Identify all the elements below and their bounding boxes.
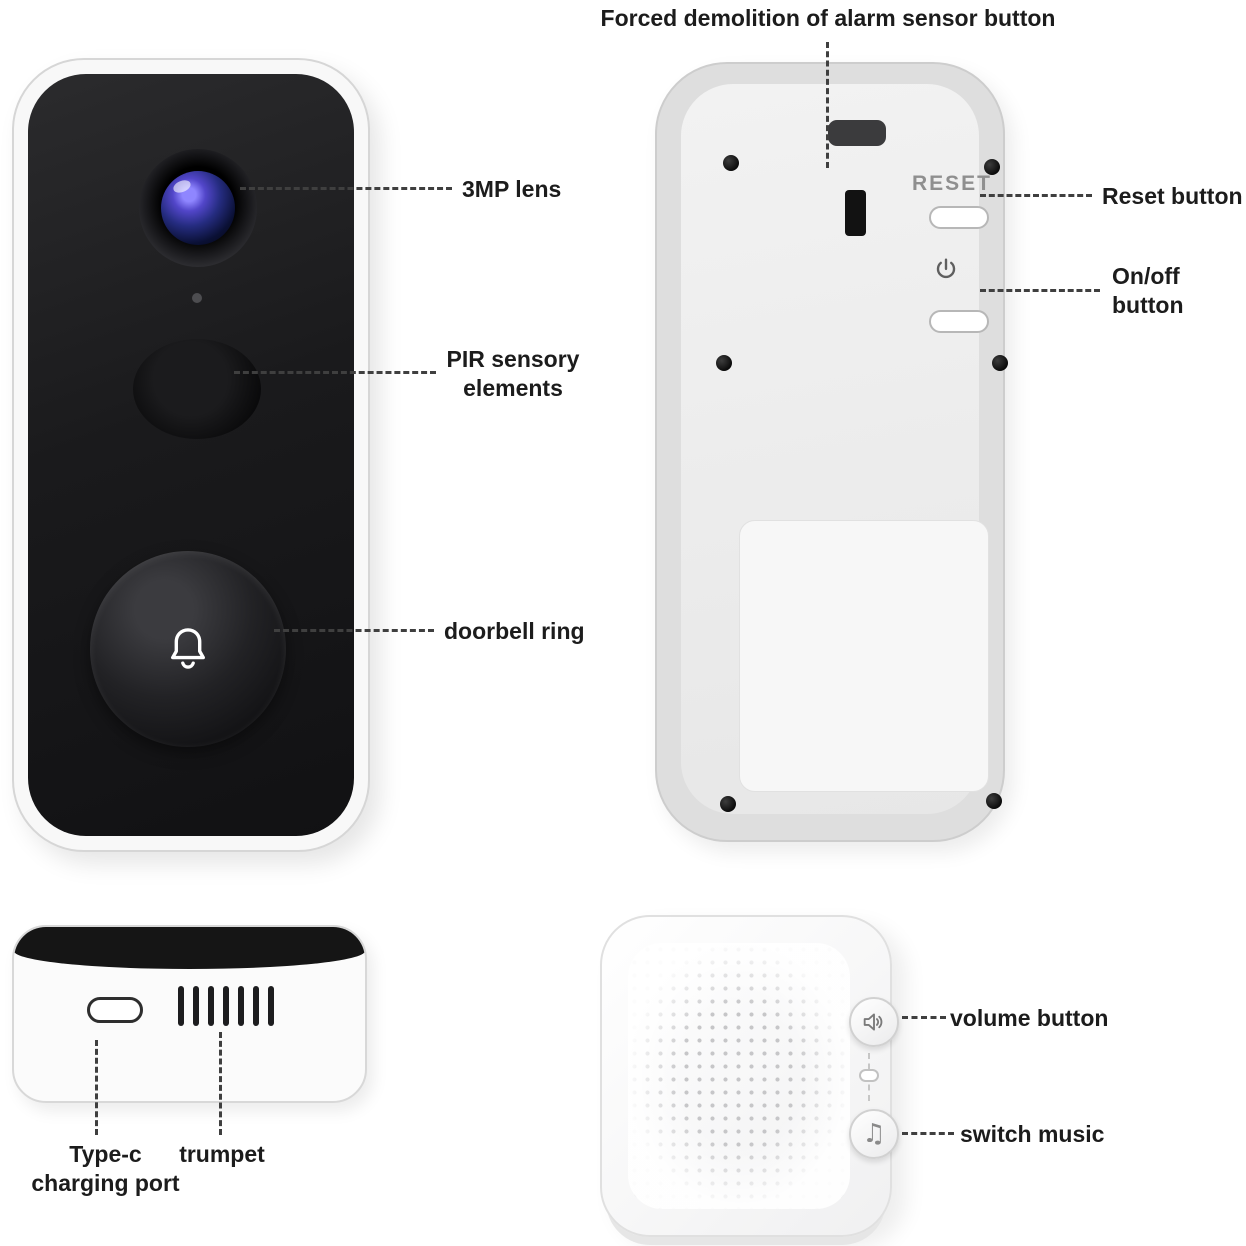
doorbell-bottom-view (12, 925, 367, 1103)
onoff-callout-line (980, 289, 1100, 292)
label-volume-button: volume button (950, 1005, 1109, 1031)
lens-callout-line (240, 187, 452, 190)
label-switch-music: switch music (960, 1121, 1105, 1147)
label-reset-button: Reset button (1102, 183, 1243, 209)
screw (716, 355, 732, 371)
pir-callout-line (234, 371, 436, 374)
screw (992, 355, 1008, 371)
label-trumpet: trumpet (179, 1141, 265, 1167)
doorbell-front-face (28, 74, 354, 836)
speaker-icon (863, 1013, 883, 1031)
type-c-port (87, 997, 143, 1023)
reset-callout-line (980, 194, 1092, 197)
reset-engraving: RESET (912, 172, 993, 195)
bell-icon (171, 628, 205, 669)
doorbell-front-view (12, 58, 370, 852)
screw (984, 159, 1000, 175)
screw (723, 155, 739, 171)
speaker-grille (178, 986, 274, 1026)
screw (986, 793, 1002, 809)
label-lens: 3MP lens (462, 176, 562, 202)
typec-callout-line (95, 1040, 98, 1135)
camera-lens (139, 149, 257, 267)
mount-slot (828, 120, 886, 146)
label-alarm-sensor: Forced demolition of alarm sensor button (600, 5, 1056, 31)
camera-lens-glass (161, 171, 235, 245)
label-doorbell-ring: doorbell ring (444, 618, 585, 644)
indicator-slot (859, 1069, 879, 1082)
alarm-sensor-tab (845, 190, 866, 236)
chime-unit: ♫ (600, 915, 899, 1237)
on-off-button (929, 310, 989, 333)
pir-sensor (133, 339, 261, 439)
label-typec-port: Type-c charging port (31, 1141, 180, 1196)
chime-speaker-grille (628, 943, 850, 1209)
alarm-callout-line (826, 42, 829, 168)
front-face-edge (14, 927, 365, 969)
label-pir: PIR sensory elements (446, 346, 580, 401)
doorbell-back-view: RESET (655, 62, 1008, 842)
screw (720, 796, 736, 812)
music-note-icon: ♫ (862, 1119, 886, 1149)
trumpet-callout-line (219, 1032, 222, 1135)
doorbell-button (90, 551, 286, 747)
power-icon (936, 258, 956, 279)
doorbell-back-panel: RESET (681, 84, 1008, 814)
music-callout-line (902, 1132, 954, 1135)
label-onoff-button: On/off button (1112, 263, 1184, 318)
doorbell-callout-line (274, 629, 434, 632)
mic-hole (192, 293, 202, 303)
volume-button (849, 997, 899, 1047)
reset-button (929, 206, 989, 229)
volume-callout-line (902, 1016, 946, 1019)
music-button: ♫ (849, 1109, 899, 1159)
battery-panel (739, 520, 989, 792)
